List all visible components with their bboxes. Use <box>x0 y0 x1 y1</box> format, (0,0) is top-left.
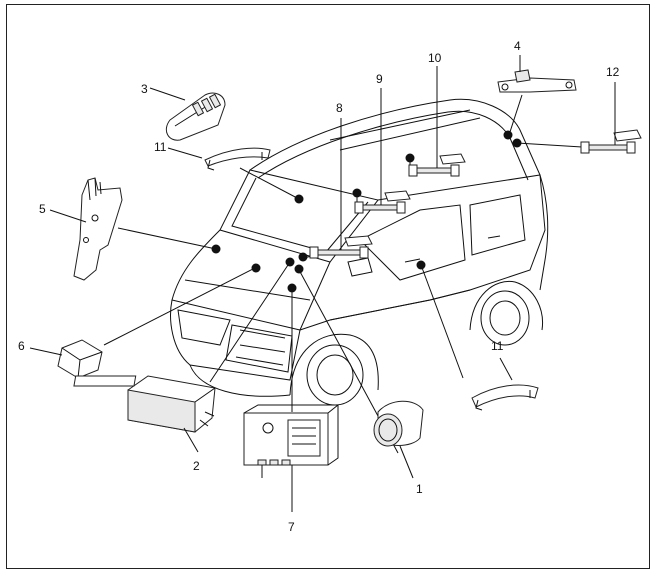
antenna-module-6 <box>29 339 103 379</box>
smart-key-unit-7 <box>243 404 340 512</box>
callout-8: 8 <box>336 101 343 115</box>
dot-10 <box>405 153 415 163</box>
dot-9 <box>352 188 362 198</box>
dot-2 <box>285 257 295 267</box>
dot-6 <box>251 263 261 273</box>
vehicle-outline <box>170 98 549 406</box>
antenna-10 <box>408 66 466 177</box>
dot-1 <box>294 264 304 274</box>
dot-5 <box>211 244 221 254</box>
start-stop-button-1 <box>373 400 424 479</box>
door-handle-antenna-lower <box>471 357 539 411</box>
dot-8 <box>298 252 308 262</box>
callout-2: 2 <box>193 459 200 473</box>
antenna-9 <box>354 88 411 214</box>
antenna-12 <box>580 82 642 154</box>
callout-5: 5 <box>39 202 46 216</box>
dot-12 <box>512 138 522 148</box>
callout-4: 4 <box>514 39 521 53</box>
smart-key-fob <box>149 87 226 141</box>
door-handle-antenna-upper <box>167 147 271 171</box>
callout-6: 6 <box>18 339 25 353</box>
connection-points <box>211 130 522 293</box>
antenna-4 <box>497 55 577 93</box>
callout-1: 1 <box>416 482 423 496</box>
dot-4 <box>503 130 513 140</box>
antenna-8 <box>309 118 373 259</box>
callout-11-upper: 11 <box>154 140 167 154</box>
bracket-module <box>49 177 123 281</box>
diagram-frame <box>6 4 650 569</box>
callout-7: 7 <box>288 520 295 534</box>
callout-12: 12 <box>606 65 620 79</box>
dot-11b <box>416 260 426 270</box>
dot-11a <box>294 194 304 204</box>
dot-7 <box>287 283 297 293</box>
callout-3: 3 <box>141 82 148 96</box>
callout-10: 10 <box>428 51 442 65</box>
callout-labels: 1 2 3 4 5 6 7 8 9 10 11 11 12 <box>18 39 620 534</box>
callout-9: 9 <box>376 72 383 86</box>
control-unit-2 <box>73 375 216 453</box>
callout-11-lower: 11 <box>491 339 504 353</box>
